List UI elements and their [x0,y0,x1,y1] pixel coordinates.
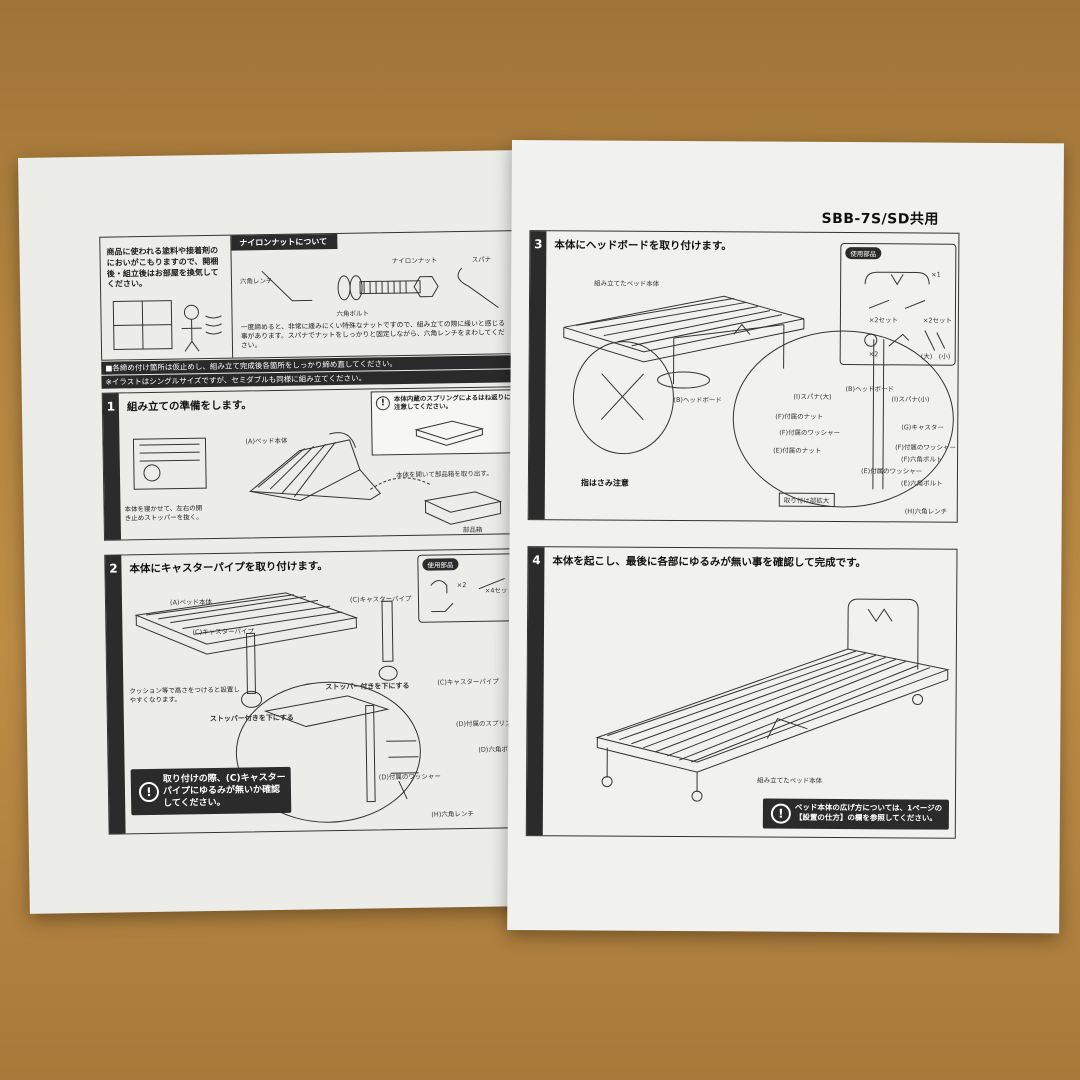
label-spanner-large: (I)スパナ(大) [793,392,832,401]
label-nylon-nut: ナイロンナット [391,256,438,266]
label-spanner: スパナ [471,255,492,264]
spring-rebound-illustration [414,420,485,446]
part-spanner-small: (小) [938,352,951,361]
label-e-washer: (E)付属のワッシャー [860,467,923,476]
step-4-number: 4 [532,553,541,568]
step-2-bar: 2 [105,555,126,834]
label-assembled-body: 組み立てたベッド本体 [594,279,660,288]
label-stopper-right: ストッパー付きを下にする [325,681,410,692]
step-4-illustration [595,598,950,802]
step-3-title: 本体にヘッドボードを取り付けます。 [554,239,732,253]
step-3-parts-illustration [864,271,946,351]
nylon-title: ナイロンナットについて [231,233,338,251]
label-f-washer-2: (F)付属のワッシャー [895,443,956,452]
label-hex-wrench-h: (H)六角レンチ [904,507,948,516]
step-1-warning-box: ! 本体内蔵のスプリングによるはね返りに注意してください。 [370,389,522,456]
step-1-number: 1 [106,399,116,414]
label-caster: (G)キャスター [901,423,944,432]
step-3-number: 3 [534,237,543,252]
label-stopper-left: ストッパー付きを下にする [209,713,294,724]
step-2-section: 2 本体にキャスターパイプを取り付けます。 使用部品 ×2 ×4セット [104,548,550,835]
part-qty-bolt-f: ×2セット [922,316,953,325]
warning-icon: ! [375,396,391,411]
step-2-number: 2 [109,561,118,576]
right-page: SBB-7S/SD共用 3 本体にヘッドボードを取り付けます。 組み立てたベッド… [507,140,1064,934]
spring-warning-text: 本体内蔵のスプリングによるはね返りに注意してください。 [393,393,511,412]
step-1-illustration [132,432,503,525]
step-4-section: 4 本体を起こし、最後に各部にゆるみが無い事を確認して完成です。 組み立てたベッ… [525,546,958,839]
label-bed-body: (A)ベッド本体 [169,598,213,607]
left-page: 商品に使われる塗料や接着剤のにおいがこもりますので、開梱後・組立後はお部屋を換気… [18,149,550,914]
step-3-illustration [563,295,954,508]
step-2-illustration [134,592,421,823]
label-zoom-caster-pipe: (C)キャスターパイプ [437,677,499,687]
part-spanner-large: (大) [920,352,933,361]
part-qty-bolt-e: ×2セット [868,316,899,325]
label-cushion-tip: クッション等で高さをつけると設置しやすくなります。 [129,685,240,705]
label-hex-bolt: 六角ボルト [336,309,370,319]
step-1-section: 1 組み立ての準備をします。 ! 本体内蔵のスプリングによるはね返りに注意してく… [101,386,526,541]
odor-note: 商品に使われる塗料や接着剤のにおいがこもりますので、開梱後・組立後はお部屋を換気… [106,245,219,290]
label-headboard: (B)ヘッドボード [673,395,722,405]
label-caster-pipe-top: (C)キャスターパイプ [349,594,412,604]
step-4-bar: 4 [526,547,545,836]
label-spanner-small: (I)スパナ(小) [891,395,930,404]
zoom-caption: 取り付け部拡大 [778,492,835,507]
label-e-bolt: (E)六角ボルト [900,479,943,488]
notice-icon: ! [770,803,791,824]
step-3-parts-box: 使用部品 ×1 ×2セット ×2セット ×2 (大) (小) [839,243,957,366]
step-3-bar: 3 [528,231,547,520]
step-3-parts-tag: 使用部品 [845,247,882,260]
label-f-nut: (F)付属のナット [775,412,824,421]
step-2-parts-tag: 使用部品 [422,558,459,571]
nylon-description: 一度締めると、非常に緩みにくい特殊なナットですので、組み立ての際に緩いと感じる事… [240,319,506,350]
nylon-nut-panel: ナイロンナットについて ナイロンナット 六角レンチ 六角ボルト スパナ 一度締め… [230,231,524,358]
nylon-nut-illustration [261,267,499,308]
finger-pinch-warning: 指はさみ注意 [580,478,629,488]
label-open-body: 本体を開いて部品箱を取り出す。 [395,469,493,480]
label-headboard-zoom: (B)ヘッドボード [845,385,895,394]
model-header: SBB-7S/SD共用 [821,210,939,228]
label-f-washer: (F)付属のワッシャー [779,428,841,438]
step-2-notice: ! 取り付けの際、(C)キャスターパイプにゆるみが無いか確認してください。 [130,766,292,816]
label-hex-wrench: 六角レンチ [239,277,273,286]
part-qty-caster: ×2 [868,350,879,359]
step-2-parts-box: 使用部品 ×2 ×4セット [417,553,519,623]
step-2-title: 本体にキャスターパイプを取り付けます。 [129,560,328,576]
ventilation-illustration [112,300,222,352]
label-washer-d: (D)付属のワッシャー [378,772,441,782]
step-4-notice: ! ベッド本体の広げ方については、1ページの【設置の仕方】の欄を参照してください… [762,798,949,830]
step-3-section: 3 本体にヘッドボードを取り付けます。 組み立てたベッド本体 (B)ヘッドボード… [527,230,960,523]
part-qty-headboard: ×1 [931,270,941,279]
step-2-parts-illustration [430,577,505,613]
label-hex-wrench-h: (H)六角レンチ [431,809,474,819]
label-caster-pipe-left: (C)キャスターパイプ [192,627,255,637]
notice-icon: ! [138,781,160,803]
step-4-title: 本体を起こし、最後に各部にゆるみが無い事を確認して完成です。 [552,555,867,570]
label-e-nut: (E)付属のナット [773,446,822,455]
label-remove-stopper: 本体を寝かせて、左右の開き止めストッパーを抜く。 [124,504,203,523]
intro-section: 商品に使われる塗料や接着剤のにおいがこもりますので、開梱後・組立後はお部屋を換気… [99,230,524,361]
step-4-notice-text: ベッド本体の広げ方については、1ページの【設置の仕方】の欄を参照してください。 [794,802,943,823]
label-f-bolt: (F)六角ボルト [901,455,943,464]
step-1-bar: 1 [102,393,122,540]
step-1-title: 組み立ての準備をします。 [126,399,252,414]
label-assembled-body: 組み立てたベッド本体 [757,776,823,785]
step-2-notice-text: 取り付けの際、(C)キャスターパイプにゆるみが無いか確認してください。 [162,772,286,810]
label-bed-body: (A)ベッド本体 [245,436,288,446]
label-parts-box: 部品箱 [462,525,483,535]
